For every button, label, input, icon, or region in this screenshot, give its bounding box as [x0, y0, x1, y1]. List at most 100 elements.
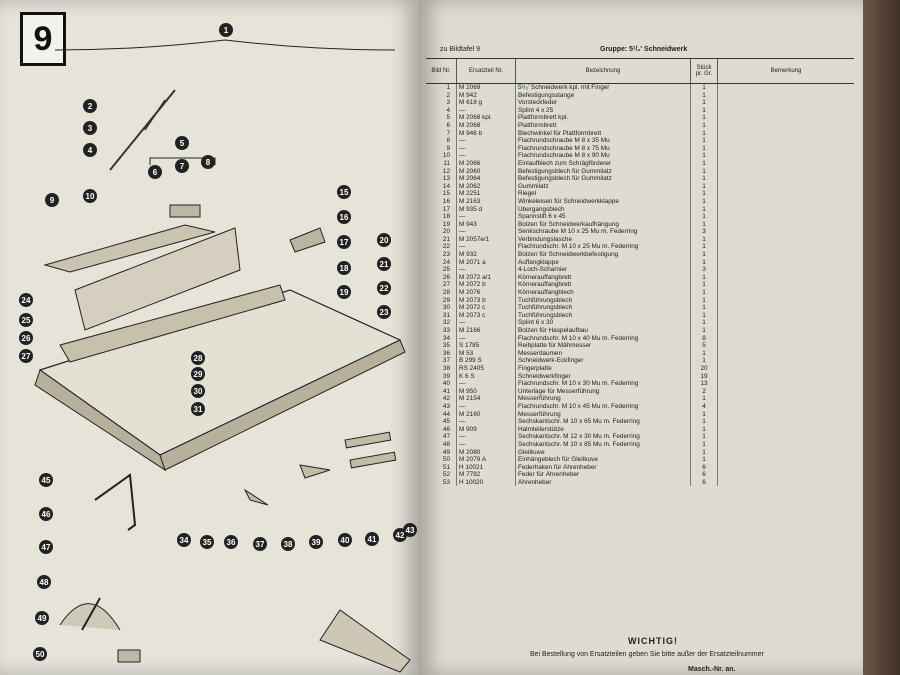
- cell-bezeichnung: Flachrundschr. M 10 x 40 Mu m. Federring: [515, 334, 691, 343]
- cell-bemerkung: [717, 182, 854, 191]
- callout-10: 10: [83, 189, 97, 203]
- cell-bemerkung: [717, 349, 854, 358]
- cell-bemerkung: [717, 395, 854, 403]
- cell-bemerkung: [717, 190, 854, 198]
- svg-text:4: 4: [88, 146, 93, 155]
- cell-bezeichnung: Halmteilerstütze: [515, 425, 691, 434]
- cell-bemerkung: [717, 478, 854, 487]
- cell-bezeichnung: Auffangklappe: [515, 258, 691, 267]
- cell-stueck: 1: [690, 357, 718, 365]
- callout-9: 9: [45, 193, 59, 207]
- callout-40: 40: [338, 533, 352, 547]
- cell-bild: 40: [442, 380, 450, 388]
- cell-bemerkung: [717, 167, 854, 176]
- cell-stueck: 3: [690, 228, 718, 236]
- cell-bemerkung: [717, 387, 854, 396]
- cell-bezeichnung: Verbindungslasche: [515, 235, 691, 244]
- group-title: Gruppe: 5¹/₂' Schneidwerk: [600, 46, 688, 53]
- cell-stueck: 1: [690, 114, 718, 122]
- cell-ersatzteil: M 2166: [456, 327, 516, 335]
- cell-bild: 41: [442, 387, 450, 395]
- cell-stueck: 1: [690, 418, 718, 426]
- cell-ersatzteil: M 2160: [456, 410, 516, 419]
- cell-bild: 42: [442, 395, 450, 403]
- cell-stueck: 1: [690, 258, 718, 267]
- cell-stueck: 1: [690, 213, 718, 221]
- cell-stueck: 1: [690, 235, 718, 244]
- cell-ersatzteil: M 53: [456, 349, 516, 358]
- cell-bild: 28: [442, 289, 450, 297]
- cell-bezeichnung: Spannstift 6 x 45: [515, 213, 691, 221]
- cell-bild: 10: [442, 152, 450, 160]
- svg-text:10: 10: [86, 192, 95, 201]
- cell-bild: 3: [446, 99, 450, 107]
- bracket-line: [54, 39, 396, 51]
- svg-text:37: 37: [256, 540, 265, 549]
- cell-bezeichnung: Flachrundschr. M 10 x 45 Mu m. Federring: [515, 402, 691, 411]
- notice-text: Bei Bestellung von Ersatzteilen geben Si…: [530, 651, 764, 658]
- svg-text:27: 27: [22, 352, 31, 361]
- cell-bezeichnung: 5¹/₂' Schneidwerk kpl. mit Finger: [515, 83, 691, 92]
- cell-bezeichnung: Sechskantschr. M 10 x 85 Mu m. Federring: [515, 440, 691, 449]
- cell-bemerkung: [717, 463, 854, 472]
- callout-6: 6: [148, 165, 162, 179]
- svg-text:31: 31: [194, 405, 203, 414]
- col-stueck: Stück pr. Gr.: [690, 58, 718, 84]
- cell-bezeichnung: Sechskantschr. M 10 x 65 Mu m. Federring: [515, 418, 691, 426]
- cell-bezeichnung: Sechskantschr. M 12 x 30 Mu m. Federring: [515, 433, 691, 441]
- cell-bild: 22: [442, 243, 450, 251]
- cell-bemerkung: [717, 251, 854, 259]
- callout-39: 39: [309, 535, 323, 549]
- callout-50: 50: [33, 647, 47, 661]
- cell-stueck: 1: [690, 129, 718, 138]
- notice-fragment: Masch.-Nr. an.: [688, 666, 736, 673]
- cell-bemerkung: [717, 91, 854, 100]
- callout-8: 8: [201, 155, 215, 169]
- callout-7: 7: [175, 159, 189, 173]
- bracket-part: [169, 204, 201, 218]
- callout-34: 34: [177, 533, 191, 547]
- finger-part: [243, 488, 269, 506]
- svg-text:6: 6: [153, 168, 158, 177]
- cell-bild: 9: [446, 144, 450, 152]
- svg-text:3: 3: [88, 124, 93, 133]
- cell-stueck: 19: [690, 372, 718, 381]
- callout-19: 19: [337, 285, 351, 299]
- svg-text:47: 47: [42, 543, 51, 552]
- svg-text:2: 2: [88, 102, 93, 111]
- col-bezeichnung: Bezeichnung: [515, 58, 691, 84]
- cell-bild: 27: [442, 281, 450, 289]
- callout-28: 28: [191, 351, 205, 365]
- cell-stueck: 5: [690, 342, 718, 350]
- platform-board: [43, 224, 216, 273]
- svg-text:26: 26: [22, 334, 31, 343]
- cell-stueck: 1: [690, 273, 718, 282]
- cell-ersatzteil: M 2073 c: [456, 311, 516, 320]
- cell-bild: 26: [442, 273, 450, 281]
- cell-bild: 1: [446, 84, 450, 91]
- cell-bild: 18: [442, 213, 450, 221]
- cell-ersatzteil: K 6 S: [456, 372, 516, 381]
- cell-stueck: 1: [690, 137, 718, 145]
- callout-23: 23: [377, 305, 391, 319]
- cell-bild: 21: [442, 235, 450, 243]
- spring-part: [144, 99, 166, 131]
- cell-stueck: 1: [690, 205, 718, 214]
- transition-plate: [289, 227, 326, 253]
- cell-ersatzteil: —: [456, 266, 516, 274]
- cell-bild: 8: [446, 137, 450, 145]
- cell-ersatzteil: M 2073 b: [456, 296, 516, 305]
- cell-stueck: 1: [690, 440, 718, 449]
- cell-stueck: 1: [690, 121, 718, 130]
- cell-bemerkung: [717, 258, 854, 267]
- cell-stueck: 1: [690, 220, 718, 229]
